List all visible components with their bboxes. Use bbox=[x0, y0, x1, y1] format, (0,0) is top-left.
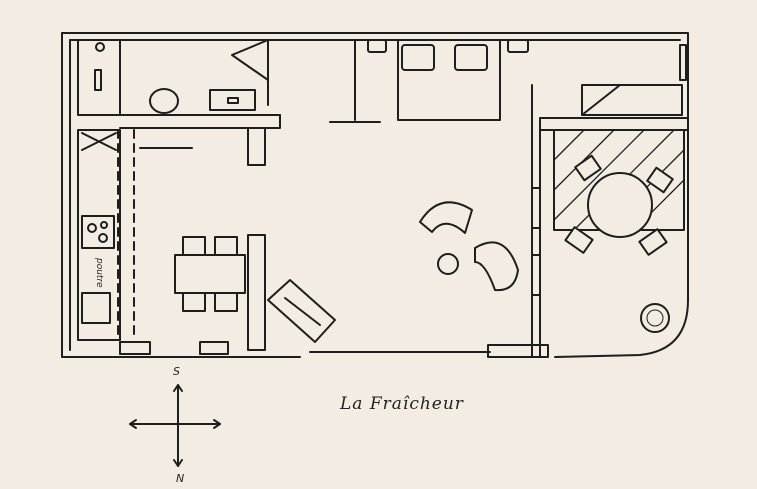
lounge-chair bbox=[267, 279, 336, 343]
compass-arrows bbox=[129, 384, 221, 467]
plan-title: La Fraîcheur bbox=[340, 394, 464, 414]
living-seating bbox=[419, 201, 519, 292]
beam-label: poutre bbox=[94, 258, 104, 288]
terrace bbox=[531, 44, 689, 358]
bathroom bbox=[77, 39, 281, 116]
compass-south-label: S bbox=[173, 365, 180, 378]
kitchen bbox=[77, 114, 281, 355]
compass-north-label: N bbox=[176, 472, 185, 485]
bedroom bbox=[329, 39, 529, 123]
dining-table bbox=[174, 234, 266, 351]
